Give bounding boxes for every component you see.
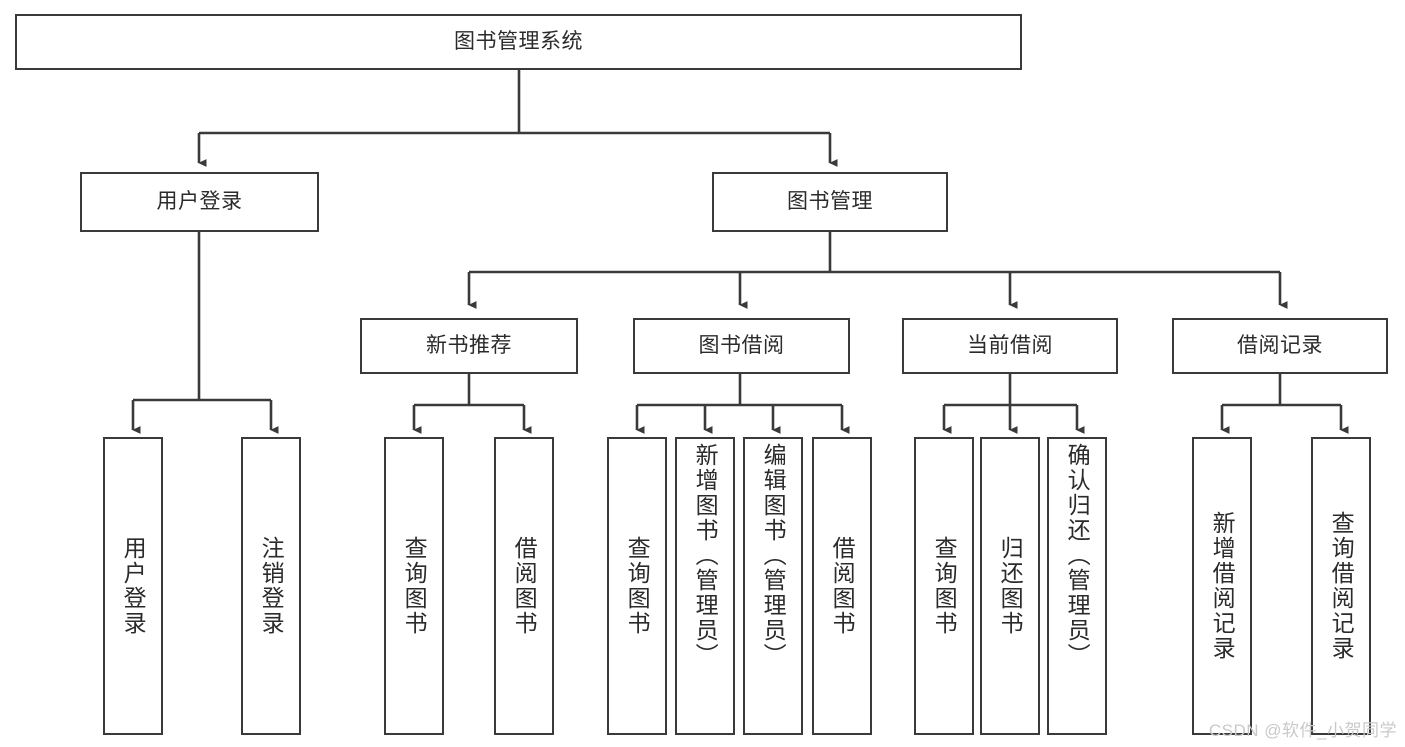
node-borrow-record-label: 借阅记录 bbox=[1237, 333, 1323, 357]
leaf-user-login[interactable]: 用户登录 bbox=[103, 437, 163, 735]
leaf-query-book-newbook-label: 查询图书 bbox=[401, 536, 428, 636]
node-new-book-recommend-label: 新书推荐 bbox=[426, 333, 512, 357]
leaf-return-book-label: 归还图书 bbox=[997, 536, 1024, 636]
node-root-label: 图书管理系统 bbox=[454, 29, 583, 53]
leaf-add-borrow-record-label: 新增借阅记录 bbox=[1209, 511, 1236, 661]
leaf-borrow-book-newbook-label: 借阅图书 bbox=[511, 536, 538, 636]
leaf-borrow-book-label: 借阅图书 bbox=[829, 536, 856, 636]
leaf-return-book[interactable]: 归还图书 bbox=[980, 437, 1040, 735]
node-new-book-recommend[interactable]: 新书推荐 bbox=[360, 318, 578, 374]
leaf-query-book-borrow[interactable]: 查询图书 bbox=[607, 437, 667, 735]
node-borrow-record[interactable]: 借阅记录 bbox=[1172, 318, 1388, 374]
leaf-query-borrow-record[interactable]: 查询借阅记录 bbox=[1311, 437, 1371, 735]
leaf-add-book-admin-label: 新增图书（管理员） bbox=[692, 443, 719, 668]
node-book-management[interactable]: 图书管理 bbox=[712, 172, 948, 232]
node-current-borrow-label: 当前借阅 bbox=[967, 333, 1053, 357]
leaf-confirm-return-admin-label: 确认归还（管理员） bbox=[1064, 443, 1091, 668]
node-book-borrow[interactable]: 图书借阅 bbox=[633, 318, 850, 374]
node-root[interactable]: 图书管理系统 bbox=[15, 14, 1022, 70]
leaf-query-book-current[interactable]: 查询图书 bbox=[914, 437, 974, 735]
watermark: CSDN @软件_小贺同学 bbox=[1208, 721, 1397, 740]
leaf-logout-label: 注销登录 bbox=[258, 536, 285, 636]
leaf-edit-book-admin-label: 编辑图书（管理员） bbox=[760, 443, 787, 668]
leaf-query-book-newbook[interactable]: 查询图书 bbox=[384, 437, 444, 735]
node-user-login-label: 用户登录 bbox=[156, 189, 243, 213]
leaf-query-borrow-record-label: 查询借阅记录 bbox=[1328, 511, 1355, 661]
leaf-confirm-return-admin[interactable]: 确认归还（管理员） bbox=[1047, 437, 1107, 735]
leaf-query-book-borrow-label: 查询图书 bbox=[624, 536, 651, 636]
leaf-borrow-book[interactable]: 借阅图书 bbox=[812, 437, 872, 735]
leaf-add-borrow-record[interactable]: 新增借阅记录 bbox=[1192, 437, 1252, 735]
leaf-edit-book-admin[interactable]: 编辑图书（管理员） bbox=[743, 437, 803, 735]
node-book-borrow-label: 图书借阅 bbox=[698, 333, 785, 357]
node-user-login[interactable]: 用户登录 bbox=[80, 172, 319, 232]
leaf-query-book-current-label: 查询图书 bbox=[931, 536, 958, 636]
leaf-user-login-label: 用户登录 bbox=[120, 536, 147, 636]
leaf-add-book-admin[interactable]: 新增图书（管理员） bbox=[675, 437, 735, 735]
node-current-borrow[interactable]: 当前借阅 bbox=[902, 318, 1118, 374]
node-book-management-label: 图书管理 bbox=[787, 189, 873, 213]
leaf-borrow-book-newbook[interactable]: 借阅图书 bbox=[494, 437, 554, 735]
leaf-logout[interactable]: 注销登录 bbox=[241, 437, 301, 735]
